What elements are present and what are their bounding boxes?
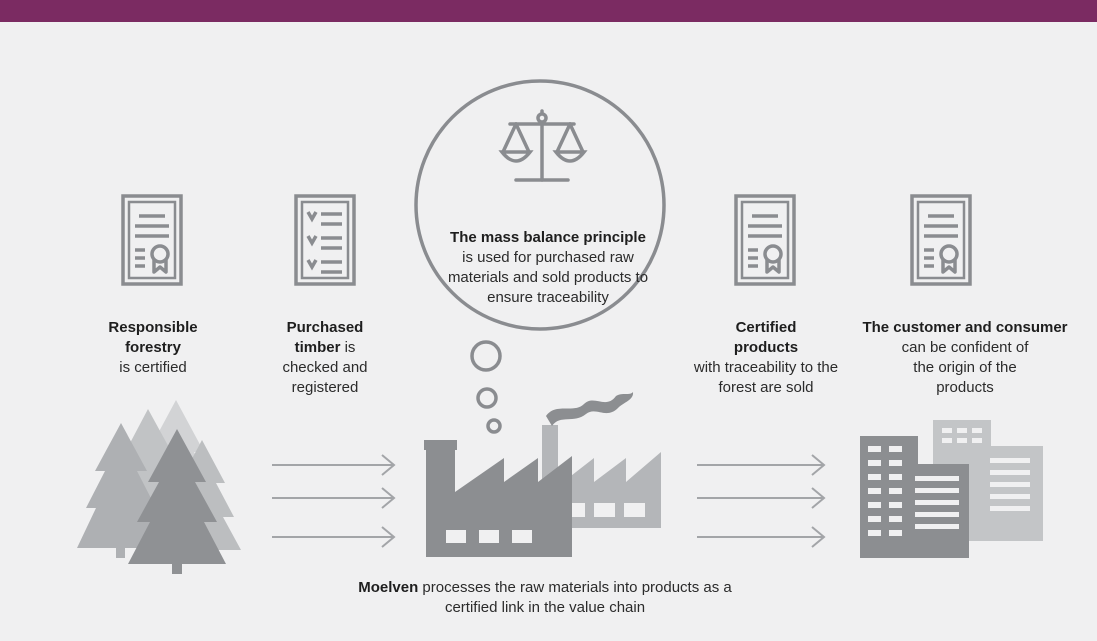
caption-text: with traceability to the forest are sold (693, 359, 839, 396)
caption-bold: Certified products (733, 319, 799, 356)
caption-text: is checked and registered (282, 339, 368, 396)
factory-icon (424, 392, 661, 557)
buildings-icon (860, 420, 1043, 558)
checklist-icon (294, 194, 356, 286)
certificate-icon (910, 194, 972, 286)
caption-certified-products: Certified products with traceability to … (686, 318, 846, 398)
scales-icon (498, 109, 588, 182)
thought-bubble-small (470, 340, 502, 372)
caption-text: is used for purchased raw materials and … (447, 249, 649, 306)
top-accent-bar (0, 0, 1097, 22)
caption-customer-consumer: The customer and consumer can be confide… (840, 318, 1090, 398)
caption-bold: Purchased timber (286, 319, 364, 356)
caption-purchased-timber: Purchased timber is checked and register… (270, 318, 380, 398)
caption-responsible-forestry: Responsible forestry is certified (88, 318, 218, 378)
certificate-icon (121, 194, 183, 286)
certificate-icon (734, 194, 796, 286)
caption-text: can be confident of the origin of the pr… (901, 339, 1029, 396)
caption-text: processes the raw materials into product… (418, 579, 732, 616)
caption-text: is certified (119, 359, 187, 376)
thought-bubble (414, 79, 666, 331)
thought-bubble-smallest (486, 418, 502, 434)
caption-moelven: Moelven processes the raw materials into… (350, 578, 740, 618)
thought-bubble-smaller (476, 387, 498, 409)
forest-icon (77, 400, 241, 574)
caption-bold: Moelven (358, 579, 419, 596)
caption-bold: The mass balance principle (450, 229, 646, 246)
caption-bold: The customer and consumer (862, 319, 1068, 336)
arrows-left (272, 454, 396, 548)
caption-bold: Responsible forestry (108, 319, 198, 356)
caption-mass-balance: The mass balance principle is used for p… (438, 228, 658, 308)
arrows-right (697, 454, 826, 548)
